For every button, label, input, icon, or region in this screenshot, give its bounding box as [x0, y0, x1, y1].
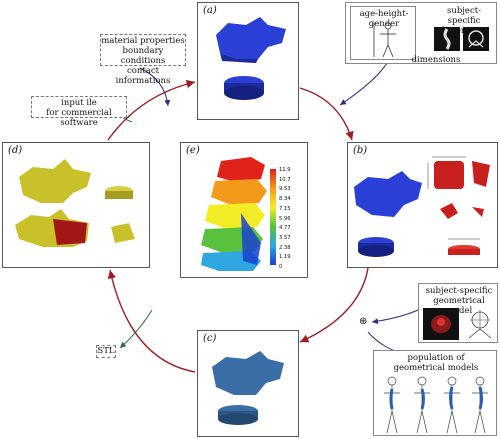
panel-e: (e) 11.9 10.7 9.53 8.34 7.15 5.96 4.77 3… [180, 142, 308, 278]
panel-d: (d) [2, 142, 150, 268]
population-box: population of geometrical models [373, 350, 497, 436]
population-figures [384, 376, 488, 434]
dimensions-group: age-height-gender subject-specific dimen… [345, 2, 497, 65]
subject-specific-model-box: subject-specific geometrical model [418, 283, 498, 343]
spine-scan-image [434, 27, 460, 51]
arrow-model [371, 309, 419, 325]
arrow-a-to-b [299, 87, 354, 141]
panel-c-label: (c) [203, 333, 217, 344]
colorbar-tick: 8.34 [279, 196, 291, 203]
arrow-b-to-c [299, 267, 369, 343]
input-file-box: input ile for commercial software [31, 96, 127, 128]
ssm-outline-drawing [468, 310, 492, 339]
colorbar-tick: 11.9 [279, 167, 291, 173]
age-height-gender-label: age-height-gender [359, 9, 409, 29]
ssd-line-1: subject-specific [447, 6, 481, 26]
panel-a-label: (a) [203, 5, 217, 16]
dimensions-label: dimensions [411, 55, 461, 65]
arrow-dimensions [339, 57, 391, 106]
panel-b-label: (b) [353, 145, 368, 156]
material-line-3: contact informations [115, 66, 171, 86]
vertebra-scan-image [463, 27, 489, 51]
arrow-d-to-a [107, 79, 196, 141]
vertebra-blue-b [354, 156, 490, 257]
ssm-line-1: subject-specific [425, 286, 493, 296]
panel-c: (c) [197, 330, 299, 437]
colorbar-tick: 0 [279, 264, 283, 271]
panel-e-label: (e) [186, 145, 200, 156]
input-file-line-2: for commercial software [46, 108, 112, 128]
material-properties-box: material properties boundary conditions … [100, 34, 186, 86]
colorbar-tick: 4.77 [279, 225, 291, 232]
operator-symbol-bottom: ⊕ [359, 316, 368, 327]
arrow-material [139, 67, 171, 107]
stl-box: STL [96, 345, 116, 358]
vertebra-blue-a [216, 17, 286, 100]
colorbar-ticks: 11.9 10.7 9.53 8.34 7.15 5.96 4.77 3.57 … [279, 166, 291, 273]
colorbar [270, 169, 276, 265]
vertebra-yellow-d [15, 159, 135, 247]
ssm-line-2: geometrical model [433, 296, 485, 316]
panel-a: (a) [197, 2, 299, 120]
population-line-2: geometrical models [393, 363, 479, 373]
stl-label: STL [97, 346, 115, 356]
material-line-1: material properties [101, 36, 185, 46]
colorbar-tick: 7.15 [279, 205, 291, 212]
human-figure-icon [373, 22, 396, 58]
colorbar-tick: 10.7 [279, 176, 291, 183]
population-label: population of geometrical models [374, 353, 498, 373]
panel-d-label: (d) [8, 145, 23, 156]
input-file-line-1: input ile [61, 98, 97, 108]
colorbar-tick: 1.19 [279, 254, 291, 261]
material-line-2: boundary conditions [120, 46, 166, 66]
population-line-1: population of [407, 353, 465, 363]
arrow-c-to-d [107, 269, 196, 373]
spine-stress-plot [201, 157, 267, 271]
red-body-block [434, 161, 464, 189]
ssm-label: subject-specific geometrical model [419, 286, 499, 316]
ssm-scan-image [423, 308, 459, 340]
vertebra-steelblue-c [212, 351, 284, 425]
colorbar-tick: 9.53 [279, 186, 291, 193]
colorbar-tick: 2.38 [279, 244, 291, 251]
panel-b: (b) [347, 142, 498, 268]
age-height-gender-box: age-height-gender [350, 6, 416, 60]
colorbar-tick: 3.57 [279, 234, 291, 241]
colorbar-tick: 5.96 [279, 215, 291, 222]
arrow-stl [119, 309, 153, 349]
